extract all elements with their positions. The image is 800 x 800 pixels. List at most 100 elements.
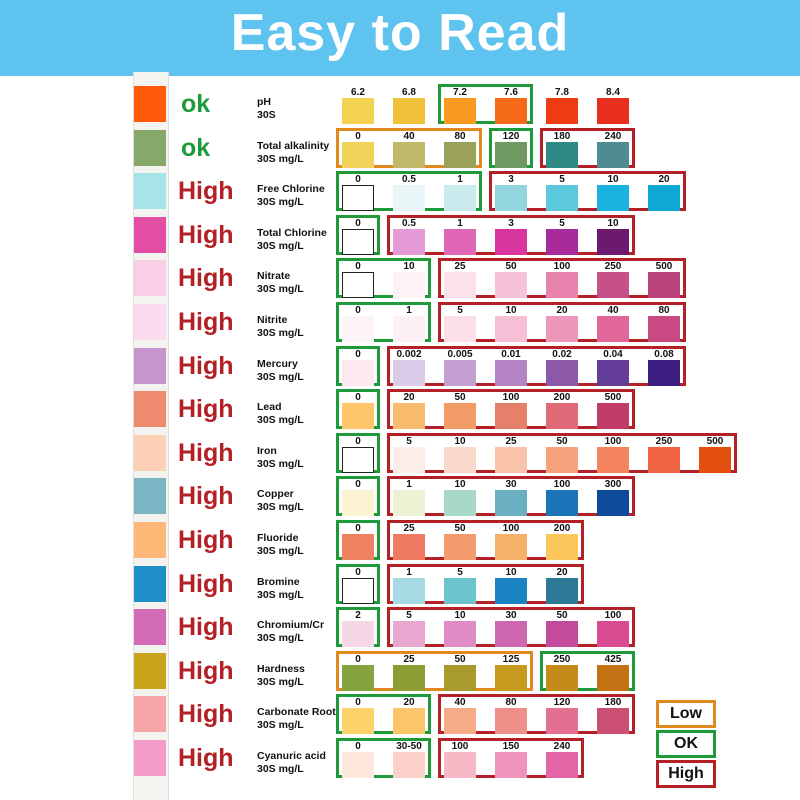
swatch-value: 10	[454, 610, 466, 622]
swatch-value: 100	[553, 261, 571, 273]
swatch-value: 100	[502, 392, 520, 404]
strip-pad	[134, 434, 166, 471]
swatch-value: 5	[559, 217, 565, 229]
test-unit: 30S mg/L	[257, 763, 304, 775]
color-swatch	[546, 490, 578, 517]
test-unit: 30S mg/L	[257, 719, 304, 732]
color-swatch	[597, 272, 629, 299]
swatch-value: 0.01	[501, 348, 521, 360]
swatch-value: 5	[406, 435, 412, 447]
color-swatch	[597, 98, 629, 124]
swatch-value: 20	[403, 392, 415, 404]
test-name: Bromine	[257, 575, 300, 588]
color-swatch	[444, 359, 476, 386]
color-swatch	[495, 403, 527, 430]
color-swatch	[495, 708, 527, 735]
swatch-value: 0	[355, 348, 361, 360]
swatch-value: 80	[454, 130, 466, 142]
range-box-high	[387, 563, 584, 604]
color-swatch	[495, 359, 527, 386]
status-label: High	[178, 744, 234, 772]
color-swatch	[393, 403, 425, 430]
color-swatch	[546, 316, 578, 342]
swatch-value: 0	[355, 305, 361, 316]
color-swatch	[342, 490, 374, 517]
color-swatch	[393, 446, 425, 473]
test-name: pH	[257, 96, 271, 108]
swatch-value: 20	[658, 174, 670, 186]
color-swatch	[495, 98, 527, 124]
color-swatch	[444, 664, 476, 691]
status-label: High	[178, 482, 234, 511]
test-unit: 30S mg/L	[257, 152, 304, 165]
swatch-value: 50	[454, 653, 466, 665]
color-swatch	[393, 534, 425, 560]
color-swatch	[393, 359, 425, 386]
color-swatch	[444, 403, 476, 430]
strip-pad	[134, 216, 166, 253]
color-swatch	[393, 141, 425, 168]
swatch-value: 3	[508, 217, 514, 229]
swatch-value: 100	[451, 741, 469, 752]
swatch-value: 10	[454, 435, 466, 447]
test-unit: 30S mg/L	[257, 370, 304, 383]
test-name: Hardness	[257, 662, 305, 675]
strip-pad	[134, 347, 166, 384]
color-swatch	[597, 228, 629, 255]
swatch-value: 0	[355, 261, 361, 273]
test-name: Lead	[257, 401, 282, 414]
test-name: Iron	[257, 444, 277, 457]
test-unit: 30S mg/L	[257, 545, 304, 557]
swatch-value: 250	[553, 653, 571, 665]
color-swatch	[699, 446, 731, 473]
swatch-value: 30	[505, 610, 517, 622]
color-swatch	[546, 534, 578, 560]
status-label: High	[178, 177, 234, 206]
swatch-value: 300	[604, 479, 622, 491]
range-box-high	[387, 520, 584, 560]
color-swatch	[444, 228, 476, 255]
swatch-value: 240	[553, 741, 571, 752]
color-swatch	[546, 446, 578, 473]
swatch-value: 1	[457, 174, 463, 186]
strip-pad	[134, 173, 166, 210]
status-label: High	[178, 613, 234, 642]
color-swatch	[393, 316, 425, 342]
strip-pad	[134, 740, 166, 776]
color-swatch	[546, 664, 578, 691]
swatch-value: 125	[502, 653, 520, 665]
color-swatch	[495, 752, 527, 778]
swatch-value: 10	[505, 566, 517, 578]
color-swatch	[597, 316, 629, 342]
color-swatch	[444, 752, 476, 778]
swatch-value: 5	[406, 610, 412, 622]
swatch-value: 150	[502, 741, 520, 752]
swatch-value: 50	[505, 261, 517, 273]
range-box-ok	[336, 302, 431, 342]
color-swatch	[444, 98, 476, 124]
range-box-high	[489, 171, 686, 212]
swatch-value: 0.5	[402, 217, 416, 229]
swatch-value: 100	[553, 479, 571, 491]
swatch-value: 10	[403, 261, 415, 273]
color-swatch	[546, 621, 578, 648]
color-swatch	[546, 228, 578, 255]
swatch-value: 0	[355, 217, 361, 229]
swatch-value: 1	[406, 305, 412, 316]
color-swatch	[597, 490, 629, 517]
color-swatch	[342, 272, 374, 299]
swatch-value: 25	[403, 523, 415, 534]
test-name: Fluoride	[257, 532, 299, 544]
strip-pad	[134, 652, 166, 689]
color-swatch	[597, 403, 629, 430]
swatch-value: 5	[457, 305, 463, 316]
swatch-value: 20	[403, 697, 415, 709]
status-label: High	[178, 395, 234, 424]
color-swatch	[444, 185, 476, 212]
strip-pad	[134, 304, 166, 340]
test-unit: 30S mg/L	[257, 239, 304, 252]
color-swatch	[495, 316, 527, 342]
color-swatch	[597, 621, 629, 648]
color-swatch	[495, 272, 527, 299]
swatch-value: 6.8	[402, 87, 416, 98]
